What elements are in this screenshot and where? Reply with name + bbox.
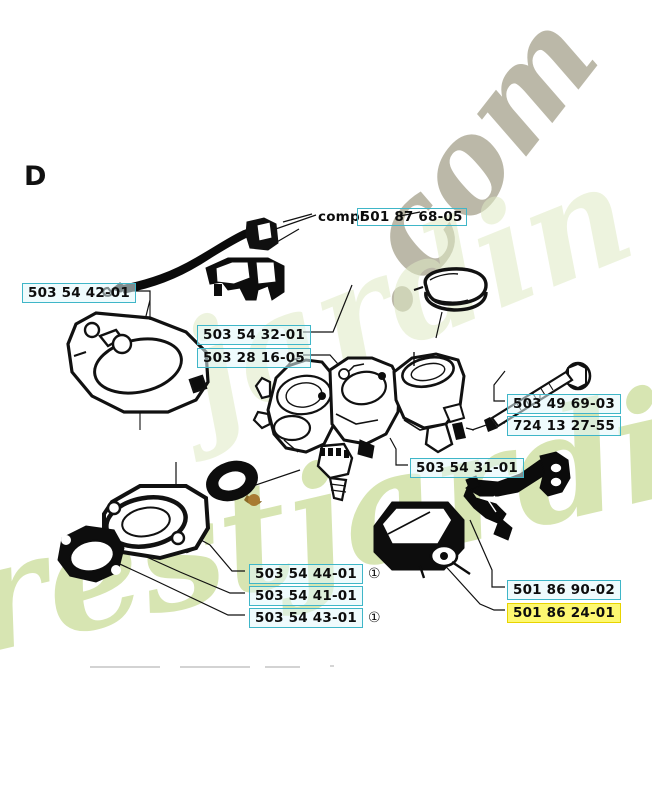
part-number-box: 503 54 32-01 <box>197 325 311 345</box>
part-label-501-86-24-01[interactable]: 501 86 24-01 <box>507 603 621 623</box>
part-number-box: 503 54 41-01 <box>249 586 363 606</box>
part-number-box: 503 54 43-01 <box>249 608 363 628</box>
part-number-box: 503 54 31-01 <box>410 458 524 478</box>
part-throttle-linkage <box>463 451 571 541</box>
part-intake-manifold <box>102 484 211 561</box>
part-upper-bracket <box>245 217 279 251</box>
part-label-724-13-27-55[interactable]: 724 13 27-55 <box>507 416 621 436</box>
part-label-503-54-41-01[interactable]: 503 54 41-01 <box>249 586 363 606</box>
part-number-box: 724 13 27-55 <box>507 416 621 436</box>
part-label-503-54-31-01[interactable]: 503 54 31-01 <box>410 458 524 478</box>
part-intake-insulator <box>66 300 210 430</box>
part-label-503-54-42-01[interactable]: 503 54 42-01 <box>22 283 136 303</box>
part-number-box: 501 86 90-02 <box>507 580 621 600</box>
part-number-box: 503 54 42-01 <box>22 283 136 303</box>
part-carburetor-body <box>252 352 475 502</box>
part-number-box: 503 54 44-01 <box>249 564 363 584</box>
part-number-box: 503 28 16-05 <box>197 348 311 368</box>
part-label-prefix: compl <box>318 209 365 225</box>
section-letter: D <box>24 161 47 192</box>
part-label-503-28-16-05[interactable]: 503 28 16-05 <box>197 348 311 368</box>
part-number-box: 503 49 69-03 <box>507 394 621 414</box>
part-flange-gasket-lower <box>57 525 125 583</box>
part-number-box: 501 87 68-05 <box>356 208 467 226</box>
part-label-501-86-90-02[interactable]: 501 86 90-02 <box>507 580 621 600</box>
part-fuel-filter-box <box>373 501 471 579</box>
part-choke-bracket-assembly <box>205 257 285 301</box>
part-label-compl-501-87-68-05[interactable]: compl501 87 68-05 <box>318 208 467 226</box>
part-oval-cover-ring <box>413 267 488 339</box>
footnote-mark-icon: ① <box>367 610 381 626</box>
footnote-mark-icon: ① <box>367 566 381 582</box>
part-label-503-54-32-01[interactable]: 503 54 32-01 <box>197 325 311 345</box>
part-oval-gasket-ring <box>206 460 262 506</box>
part-number-box: 501 86 24-01 <box>507 603 621 623</box>
baseline-marks <box>90 665 334 668</box>
part-label-503-49-69-03[interactable]: 503 49 69-03 <box>507 394 621 414</box>
